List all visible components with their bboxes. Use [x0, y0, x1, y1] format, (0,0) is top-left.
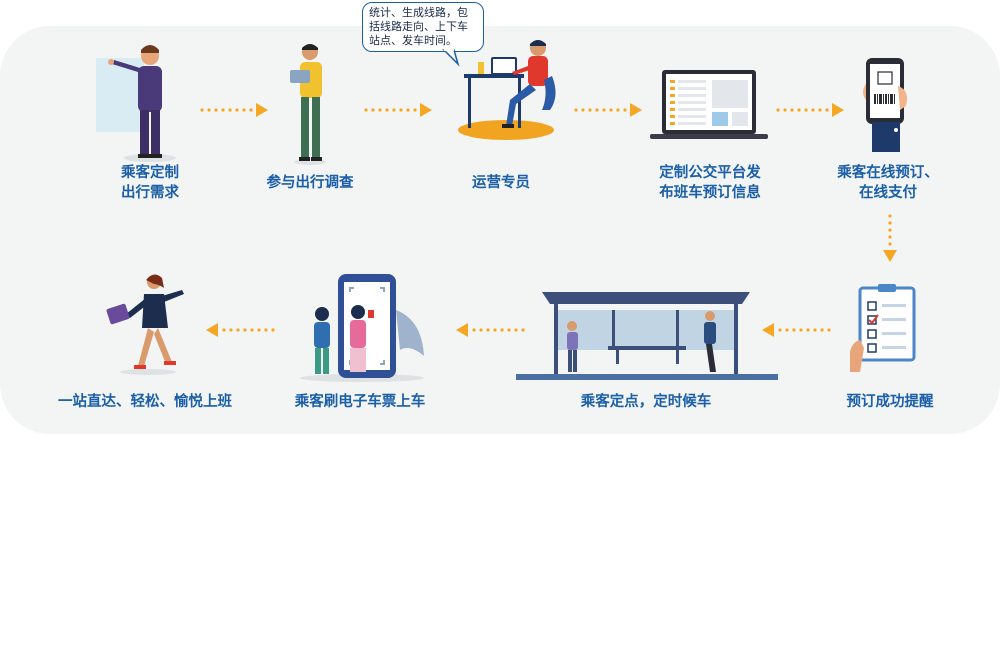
step-2-text: 参与出行调查	[266, 175, 354, 191]
step-1-label: 乘客定制 出行需求	[96, 163, 204, 203]
illustration-passenger-request	[96, 45, 176, 162]
step-5-label: 乘客在线预订、 在线支付	[830, 163, 946, 203]
illustration-booking-success	[850, 284, 916, 372]
step-3-text: 运营专员	[472, 175, 530, 191]
illustration-bus-stop	[516, 292, 778, 380]
step-9-text: 一站直达、轻松、愉悦上班	[58, 394, 232, 410]
illustration-operator	[458, 40, 556, 140]
step-7-text: 乘客定点，定时候车	[580, 394, 712, 410]
step-7-label: 乘客定点，定时候车	[556, 392, 736, 412]
step-6-text: 预订成功提醒	[846, 394, 934, 410]
step-5-text: 乘客在线预订、 在线支付	[837, 165, 939, 201]
arrow-8-9	[206, 323, 275, 337]
illustration-woman-commute	[106, 274, 184, 375]
arrow-2-3	[364, 103, 432, 117]
step-9-label: 一站直达、轻松、愉悦上班	[40, 392, 250, 412]
step-6-label: 预订成功提醒	[830, 392, 950, 412]
step-2-label: 参与出行调查	[250, 173, 370, 193]
illustration-e-ticket-scan	[300, 274, 424, 382]
step-1-text: 乘客定制 出行需求	[121, 165, 179, 201]
arrow-1-2	[200, 103, 268, 117]
arrow-6-7	[762, 323, 831, 337]
arrow-7-8	[456, 323, 525, 337]
diagram-background	[0, 26, 1000, 434]
step-4-label: 定制公交平台发 布班车预订信息	[650, 163, 770, 203]
speech-bubble-tail	[442, 48, 460, 67]
arrow-5-6	[883, 214, 897, 262]
arrow-4-5	[776, 103, 844, 117]
illustration-laptop-platform	[650, 70, 768, 139]
step-8-label: 乘客刷电子车票上车	[270, 392, 450, 412]
step-4-text: 定制公交平台发 布班车预订信息	[659, 165, 761, 201]
illustration-phone-booking	[863, 58, 907, 152]
arrow-3-4	[574, 103, 642, 117]
step-8-text: 乘客刷电子车票上车	[294, 394, 426, 410]
illustration-survey	[290, 44, 326, 165]
step-3-label: 运营专员	[446, 173, 556, 193]
speech-bubble: 统计、生成线路，包括线路走向、上下车站点、发车时间。	[362, 2, 484, 52]
